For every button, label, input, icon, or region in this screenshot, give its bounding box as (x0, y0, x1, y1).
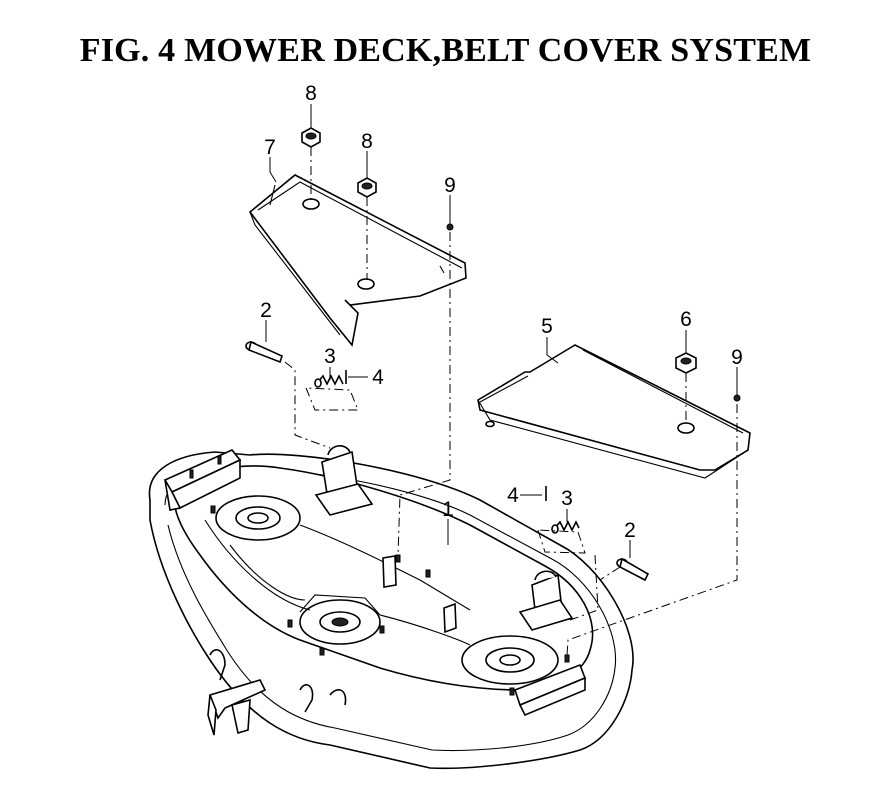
assembly-lines (284, 147, 738, 656)
pin-2-left (245, 340, 283, 364)
belt-cover-left (248, 174, 467, 347)
pin-2-right (616, 557, 650, 582)
callout-2-left: 2 (260, 299, 272, 322)
callout-2-right: 2 (624, 519, 636, 542)
page-title: FIG. 4 MOWER DECK,BELT COVER SYSTEM (79, 32, 812, 69)
callout-7: 7 (264, 136, 276, 159)
callout-4-right: 4 (507, 484, 519, 507)
belt-cover-right (477, 344, 751, 479)
mower-deck (148, 445, 634, 770)
clip-9-right (733, 394, 741, 402)
nut-8a (301, 127, 321, 148)
callout-5: 5 (541, 315, 553, 338)
callout-6: 6 (680, 308, 692, 331)
spring-3-left (314, 374, 344, 388)
callout-9-left: 9 (444, 174, 456, 197)
callout-8-a: 8 (305, 82, 317, 105)
nut-8b (357, 177, 377, 198)
callout-3-right: 3 (561, 487, 573, 510)
callout-1: 1 (442, 498, 454, 521)
clip-9-left (446, 223, 454, 231)
callout-8-b: 8 (361, 130, 373, 153)
leader-lines (265, 104, 738, 558)
callout-9-right: 9 (731, 346, 743, 369)
nut-6 (675, 352, 697, 374)
callout-4-left: 4 (372, 366, 384, 389)
callout-3-left: 3 (324, 345, 336, 368)
